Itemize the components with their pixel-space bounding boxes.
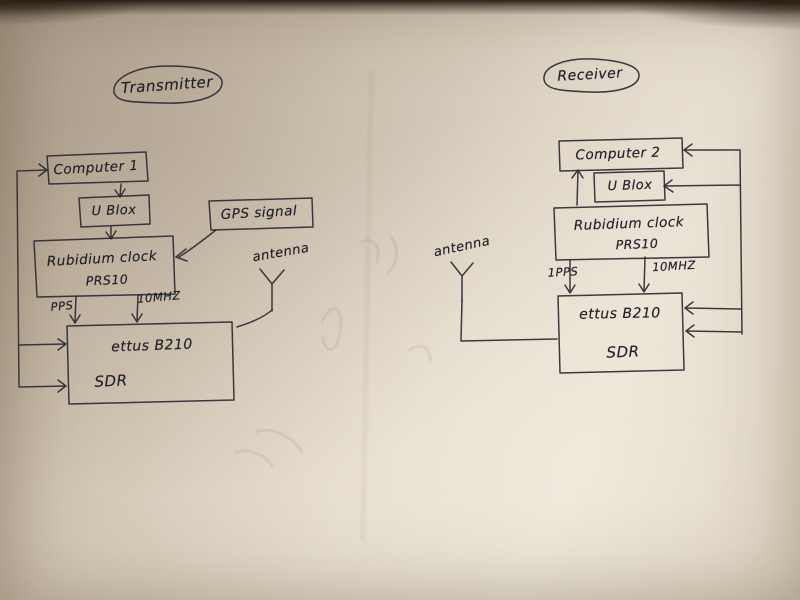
receiver-title-oval xyxy=(543,58,640,93)
ublox-box-tx xyxy=(78,194,151,228)
arrow-pps-tx xyxy=(69,296,81,324)
arrow-computer1-to-ublox xyxy=(114,183,126,198)
ublox-box-rx xyxy=(593,170,666,203)
pps-label-tx: PPS xyxy=(50,298,74,314)
computer2-label: Computer 2 xyxy=(575,144,661,164)
antenna-lead-tx xyxy=(236,309,273,328)
sdr-label-tx: SDR xyxy=(94,371,128,391)
ghost-mark xyxy=(408,345,432,364)
ublox-label-rx: U Blox xyxy=(607,177,653,195)
prs10-label-rx: PRS10 xyxy=(615,235,659,253)
rubidium-box-rx xyxy=(553,203,710,261)
rubidium-box-tx xyxy=(33,235,176,298)
feedback-loop-tx xyxy=(16,163,67,393)
ghost-mark xyxy=(320,307,343,351)
tenmhz-label-rx: 10MHZ xyxy=(651,257,697,275)
antenna-lead-rx xyxy=(460,299,558,342)
photo-dark-corner-right xyxy=(630,0,800,30)
ettus-label-tx: ettus B210 xyxy=(110,336,194,356)
pps-label-rx: 1PPS xyxy=(547,264,579,280)
ettus-label-rx: ettus B210 xyxy=(579,305,661,323)
photo-dark-corner-left xyxy=(0,0,150,26)
arrow-10mhz-rx xyxy=(638,256,650,293)
ettus-box-tx xyxy=(66,321,235,405)
antenna-symbol-tx xyxy=(259,268,285,312)
photo-dark-top-edge xyxy=(0,0,800,15)
ettus-box-rx xyxy=(557,292,685,374)
arrow-gps-to-rubidium xyxy=(175,229,217,262)
ghost-marks xyxy=(234,236,432,468)
arrow-10mhz-tx xyxy=(131,294,143,323)
sdr-to-computer-bus-rx xyxy=(663,143,743,338)
prs10-label-tx: PRS10 xyxy=(85,271,129,289)
gps-signal-box xyxy=(208,197,314,231)
ublox-label-tx: U Blox xyxy=(91,202,137,220)
arrow-ublox-to-computer2 xyxy=(571,169,584,206)
ghost-mark xyxy=(360,236,398,274)
arrow-ublox-to-rubidium-tx xyxy=(105,226,117,240)
receiver-title: Receiver xyxy=(557,65,623,85)
ghost-mark xyxy=(234,428,304,468)
receiver-diagram xyxy=(450,58,743,374)
transmitter-diagram xyxy=(16,65,314,405)
computer2-box xyxy=(558,137,684,172)
arrow-pps-rx xyxy=(564,259,576,294)
transmitter-title-oval xyxy=(113,65,223,104)
computer1-box xyxy=(46,151,149,185)
sdr-label-rx: SDR xyxy=(606,342,640,362)
antenna-symbol-rx xyxy=(450,261,474,302)
